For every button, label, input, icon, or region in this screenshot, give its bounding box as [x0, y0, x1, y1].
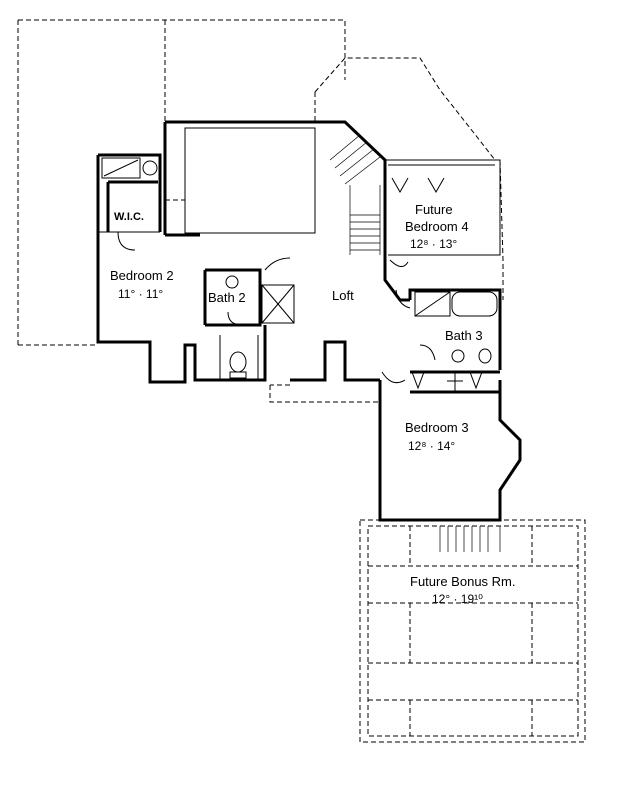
roof-outline: [17, 19, 504, 403]
bonus-room-label: Future Bonus Rm.: [410, 574, 516, 589]
bonus-room-size: 12° · 19¹⁰: [432, 592, 483, 606]
bedroom3-size: 12⁸ · 14°: [408, 439, 455, 453]
fixtures: [101, 157, 498, 392]
bedroom3-label: Bedroom 3: [405, 420, 469, 435]
exterior-walls: [96, 120, 522, 522]
bedroom4-size: 12⁸ · 13°: [410, 237, 457, 251]
bonus-room-outline: [359, 519, 586, 743]
bedroom4-line1: Future: [415, 202, 453, 217]
bedroom4-line2: Bedroom 4: [405, 219, 469, 234]
bath3-label: Bath 3: [445, 328, 483, 343]
stair: [329, 134, 381, 255]
bath2-label: Bath 2: [208, 290, 246, 305]
bedroom2-size: 11° · 11°: [118, 287, 163, 301]
wic-label: W.I.C.: [114, 211, 144, 223]
open-rail: [165, 127, 316, 234]
loft-label: Loft: [332, 288, 354, 303]
bedroom2-label: Bedroom 2: [110, 268, 174, 283]
door-swings: [117, 177, 483, 390]
